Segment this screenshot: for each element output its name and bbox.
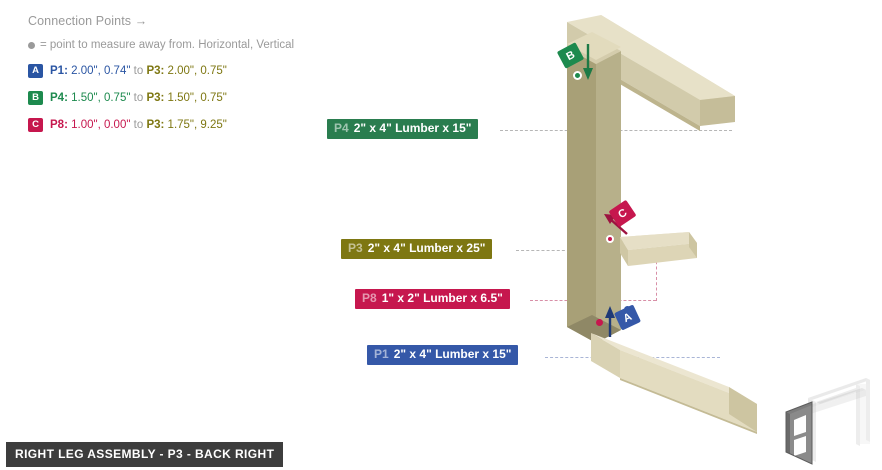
conn-a-to-value: 2.00", 0.75" <box>167 65 227 77</box>
part-label-p8-text: 1" x 2" Lumber x 6.5" <box>381 291 503 305</box>
model-marker-b[interactable]: B <box>556 42 585 69</box>
connection-point-dot-p8 <box>596 319 603 326</box>
conn-b-to-part: P3: <box>146 92 165 104</box>
conn-c-to-value: 1.75", 9.25" <box>167 119 227 131</box>
part-label-p1-text: 2" x 4" Lumber x 15" <box>393 347 512 361</box>
connection-point-dot-c <box>606 235 614 243</box>
part-p8-block <box>620 232 697 266</box>
connection-points-legend: Connection Points → = point to measure a… <box>28 14 358 145</box>
part-label-p8-id: P8 <box>362 291 377 305</box>
part-label-p3[interactable]: P3 2" x 4" Lumber x 25" <box>341 239 493 260</box>
arrow-a-up <box>605 306 615 337</box>
part-p4-beam <box>567 15 735 131</box>
conn-c-from-value: 1.00", 0.00" <box>71 119 131 131</box>
part-label-p8[interactable]: P8 1" x 2" Lumber x 6.5" <box>355 289 510 310</box>
connection-point-dot-b <box>573 71 582 80</box>
connection-point-dot-a <box>624 306 631 313</box>
model-marker-c[interactable]: C <box>608 199 637 228</box>
conn-b-to-value: 1.50", 0.75" <box>167 92 227 104</box>
assembly-context-thumbnail[interactable] <box>770 372 878 468</box>
conn-a-from-value: 2.00", 0.74" <box>71 65 131 77</box>
part-label-p3-text: 2" x 4" Lumber x 25" <box>367 241 486 255</box>
drawing-title-bar: RIGHT LEG ASSEMBLY - P3 - BACK RIGHT <box>6 442 284 467</box>
part-label-p3-id: P3 <box>348 241 363 255</box>
leader-line-p8-horizontal <box>530 300 656 301</box>
conn-b-connector: to <box>133 92 144 104</box>
arrow-b-down <box>583 44 593 80</box>
conn-b-from-value: 1.50", 0.75" <box>71 92 131 104</box>
conn-a-from-part: P1: <box>50 65 68 77</box>
thumbnail-highlighted-leg <box>785 401 813 465</box>
conn-b-from-part: P4: <box>50 92 68 104</box>
conn-a-connector: to <box>133 65 144 77</box>
connection-text-a: P1: 2.00", 0.74" to P3: 2.00", 0.75" <box>50 65 227 77</box>
connection-text-b: P4: 1.50", 0.75" to P3: 1.50", 0.75" <box>50 92 227 104</box>
part-p1-beam <box>591 333 757 434</box>
connection-row-c: C P8: 1.00", 0.00" to P3: 1.75", 9.25" <box>28 118 358 132</box>
part-label-p4-text: 2" x 4" Lumber x 15" <box>353 121 472 135</box>
part-label-p4-id: P4 <box>334 121 349 135</box>
connection-badge-c: C <box>28 118 43 132</box>
leader-line-p4 <box>500 130 732 131</box>
connection-badge-a: A <box>28 64 43 78</box>
leader-line-p1 <box>545 357 720 358</box>
conn-c-from-part: P8: <box>50 119 68 131</box>
connection-row-b: B P4: 1.50", 0.75" to P3: 1.50", 0.75" <box>28 91 358 105</box>
connection-badge-b: B <box>28 91 43 105</box>
part-label-p4[interactable]: P4 2" x 4" Lumber x 15" <box>327 119 479 140</box>
leader-line-p8-vertical <box>656 256 657 301</box>
connection-text-c: P8: 1.00", 0.00" to P3: 1.75", 9.25" <box>50 119 227 131</box>
conn-c-connector: to <box>133 119 144 131</box>
conn-c-to-part: P3: <box>146 119 165 131</box>
part-label-p1[interactable]: P1 2" x 4" Lumber x 15" <box>367 345 519 366</box>
connection-row-a: A P1: 2.00", 0.74" to P3: 2.00", 0.75" <box>28 64 358 78</box>
measure-point-dot-icon <box>28 41 35 49</box>
legend-note: = point to measure away from. Horizontal… <box>28 39 358 51</box>
legend-note-text: = point to measure away from. Horizontal… <box>40 39 295 51</box>
conn-a-to-part: P3: <box>146 65 165 77</box>
leader-line-p3 <box>516 250 626 251</box>
part-label-p1-id: P1 <box>374 347 389 361</box>
legend-title: Connection Points → <box>28 14 148 28</box>
